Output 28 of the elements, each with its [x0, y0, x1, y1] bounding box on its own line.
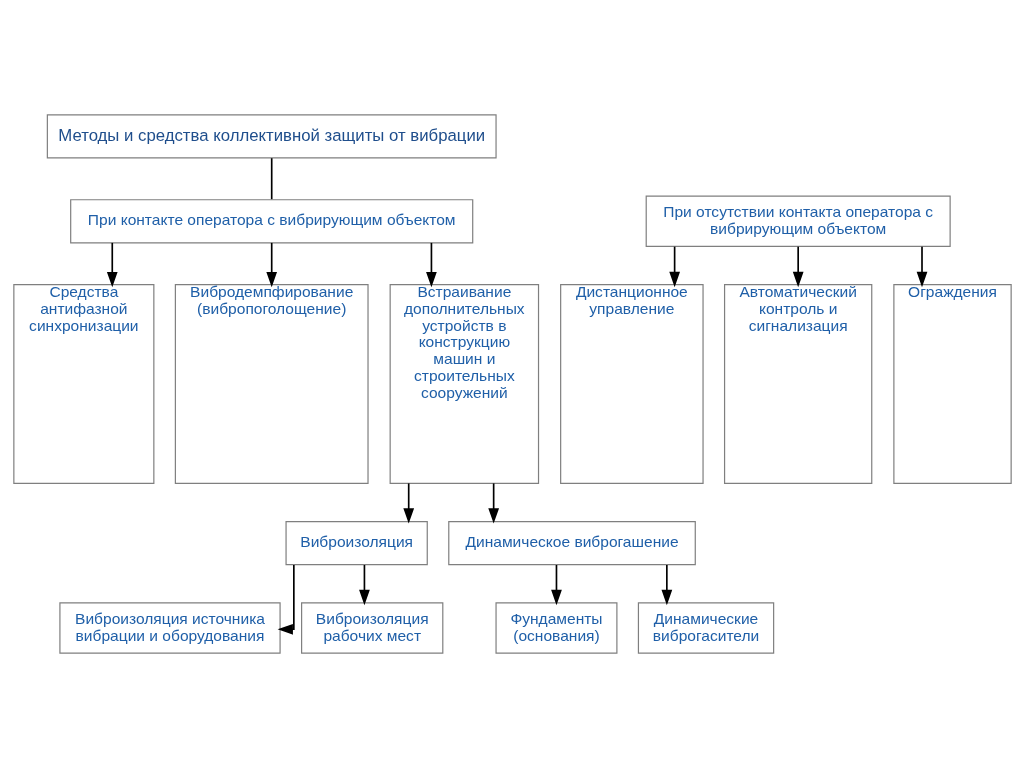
arrow: [358, 563, 370, 605]
node-box: При отсутствии контакта оператора с вибрирующим объектом: [645, 195, 951, 247]
arrow: [550, 563, 562, 605]
arrow: [668, 245, 680, 287]
node-box: Виброизоляция рабочих мест: [300, 601, 443, 654]
arrow: [277, 563, 295, 635]
arrow: [487, 482, 499, 524]
node-box: При контакте оператора с вибрирующим объектом: [69, 198, 473, 243]
connector: [270, 156, 273, 200]
node-box: Вибродемпфирование (вибропоголощение): [174, 283, 369, 484]
node-box: Фундаменты (основания): [494, 601, 617, 654]
node-box: Динамические виброгасители: [637, 601, 774, 654]
node-box: Автоматический контроль и сигнализация: [723, 283, 872, 484]
arrow: [425, 241, 437, 287]
node-box: Методы и средства коллективной защиты от вибрации: [46, 113, 497, 158]
node-box: Дистанционное управление: [559, 283, 704, 484]
arrow: [792, 245, 804, 287]
node-box: Виброизоляция: [284, 520, 428, 565]
node-box: Виброизоляция источника вибрации и оборудования: [58, 601, 281, 654]
arrow: [265, 241, 277, 287]
arrow: [106, 241, 118, 287]
arrow: [402, 482, 414, 524]
node-box: Встраивание дополнительных устройств в конструкцию машин и строительных сооружений: [389, 283, 539, 484]
node-box: Средства антифазной синхронизации: [12, 283, 154, 484]
arrow: [916, 245, 927, 287]
node-box: Ограждения: [892, 283, 1012, 484]
node-box: Динамическое виброгашение: [447, 520, 696, 565]
arrow: [660, 563, 672, 605]
